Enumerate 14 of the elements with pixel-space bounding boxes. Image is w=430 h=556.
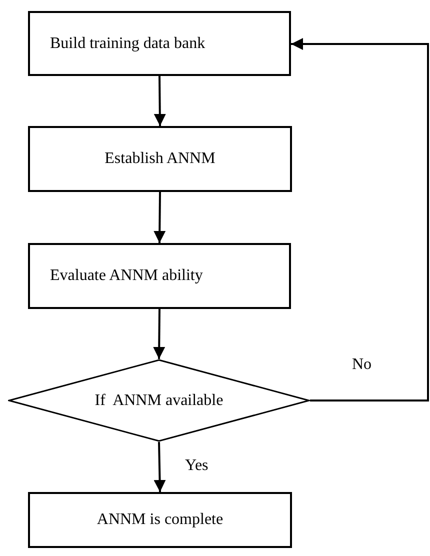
node-text: If ANNM available bbox=[94, 392, 224, 410]
process-box bbox=[28, 11, 291, 76]
process-box bbox=[28, 126, 292, 192]
arrow bbox=[154, 192, 166, 244]
node-text: Evaluate ANNM ability bbox=[50, 267, 203, 285]
node-text: ANNM is complete bbox=[96, 511, 224, 529]
arrow bbox=[291, 38, 429, 402]
process-box bbox=[28, 243, 291, 309]
arrow bbox=[153, 308, 166, 360]
node-text: Establish ANNM bbox=[104, 150, 216, 168]
node-text: Build training data bank bbox=[50, 34, 206, 52]
arrow bbox=[154, 76, 166, 126]
arrow bbox=[154, 442, 166, 492]
process-box bbox=[28, 492, 292, 548]
